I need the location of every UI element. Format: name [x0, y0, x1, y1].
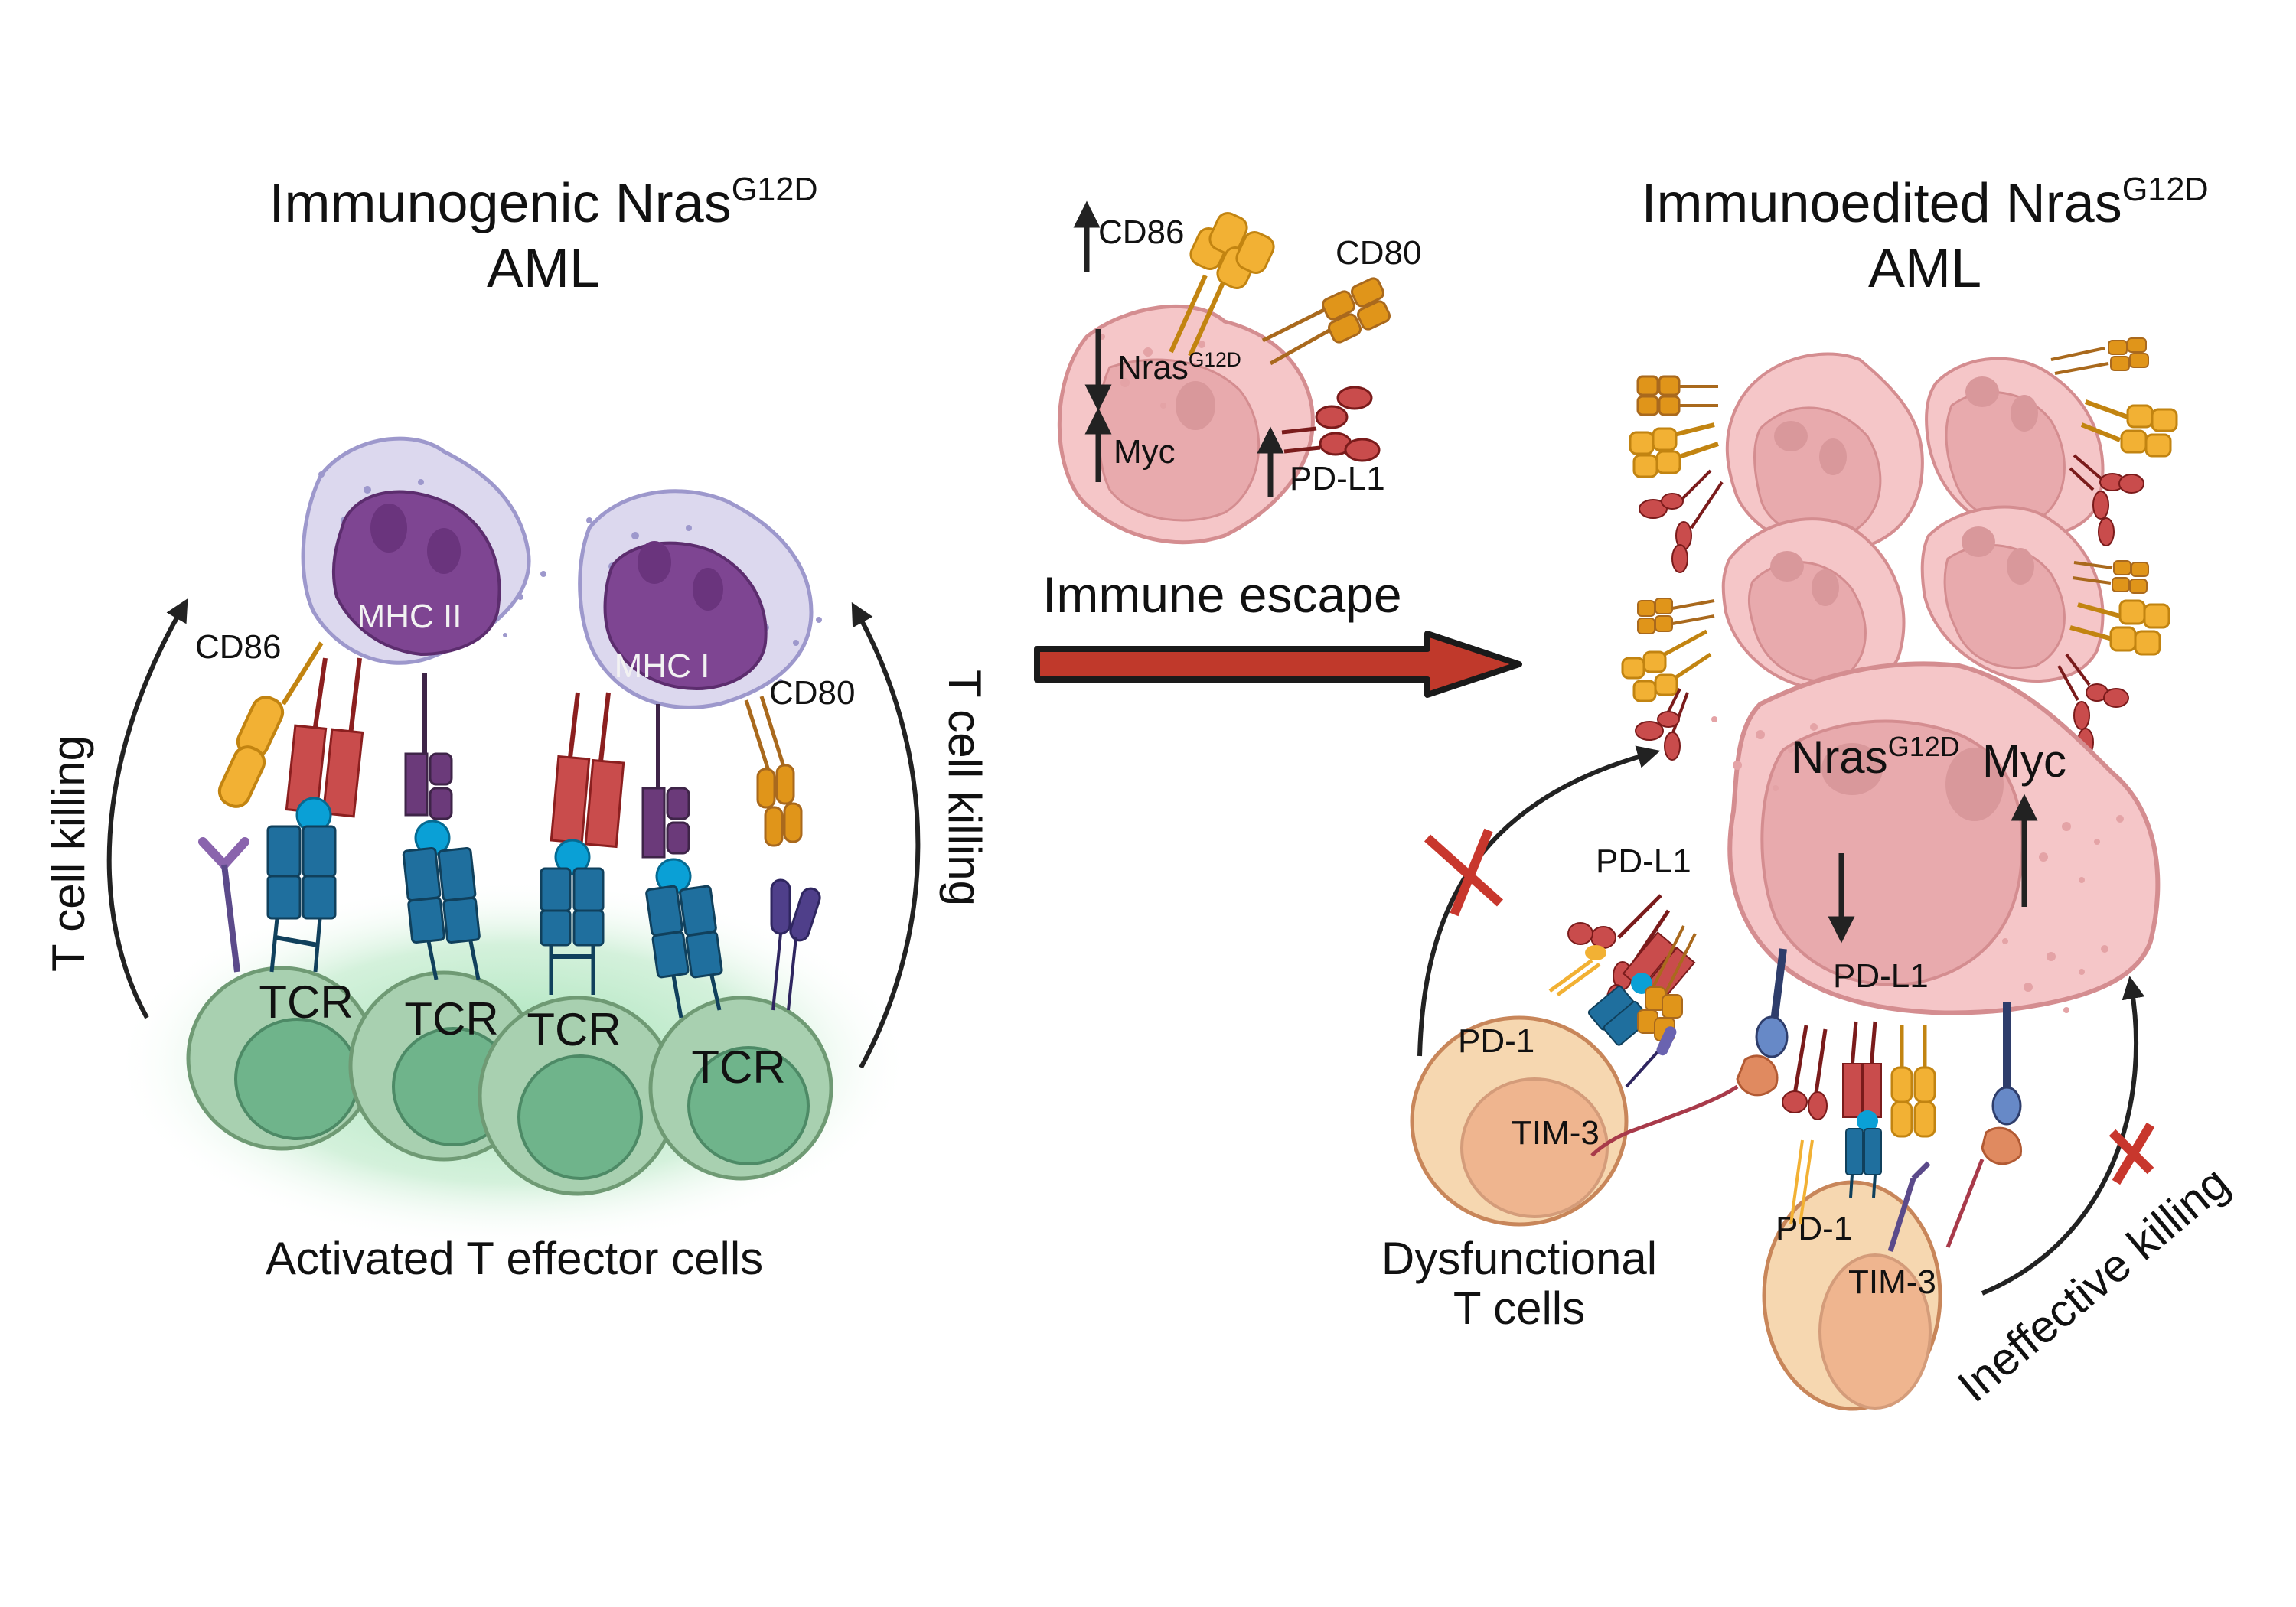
killing-arrow-left	[106, 598, 188, 1019]
immune-escape-label: Immune escape	[1042, 566, 1402, 623]
pd1-label-2: PD-1	[1776, 1210, 1852, 1247]
activated-t-cell	[648, 996, 833, 1181]
escape-tumor-cell	[1057, 304, 1315, 545]
pdl1-label-left: PD-L1	[1596, 843, 1691, 880]
nras-label-top: NrasG12D	[1117, 348, 1241, 386]
killing-label-right: T cell killing	[939, 670, 990, 906]
activated-caption: Activated T effector cells	[266, 1233, 763, 1284]
cd80-label-left: CD80	[769, 674, 856, 712]
tcr-label-2: TCR	[404, 993, 498, 1045]
cd86-label-left: CD86	[195, 628, 282, 666]
blocked-killing-arrow-right	[1981, 976, 2145, 1296]
right-title-line2: AML	[1868, 238, 1981, 299]
cd86-label-top: CD86	[1098, 214, 1185, 251]
left-title: Immunogenic NrasG12D	[269, 171, 817, 234]
apc-cell-mhc2: MHC II	[301, 436, 546, 665]
activated-t-cell	[478, 996, 678, 1196]
tcr-label-3: TCR	[527, 1004, 621, 1055]
inhibitory-synapse-1	[1548, 894, 1789, 1157]
immune-escape-arrow	[1034, 631, 1522, 698]
pdl1-label-center: PD-L1	[1833, 957, 1929, 995]
activated-t-cell	[186, 966, 377, 1151]
cd86-ligand-top	[1169, 211, 1275, 357]
middle-panel: CD86 CD80 NrasG12D Myc PD-L1 Immune esca…	[1034, 200, 1522, 698]
cd80-ligand-top	[1261, 277, 1391, 366]
mhc2-label: MHC II	[357, 598, 462, 635]
killing-label-left: T cell killing	[43, 735, 94, 972]
left-panel: Immunogenic NrasG12D AML	[43, 171, 990, 1284]
tumor-cell-bg	[1925, 357, 2105, 537]
right-title: Immunoedited NrasG12D	[1641, 171, 2208, 234]
tumor-myc-label: Myc	[1982, 735, 2066, 787]
cd28-receptor	[198, 837, 249, 973]
mhc2-tcr-complex	[266, 657, 364, 973]
dysfunctional-label-line1: Dysfunctional	[1381, 1233, 1657, 1284]
killing-arrow-right	[851, 601, 921, 1069]
right-panel: Immunoedited NrasG12D AML	[1381, 171, 2239, 1412]
tumor-cell-bg	[1721, 517, 1906, 692]
ligand-cluster-right	[2050, 337, 2178, 757]
ligand-cluster-left	[1621, 375, 1724, 761]
mhc1-label: MHC I	[615, 647, 710, 685]
tumor-nras-label: NrasG12D	[1791, 731, 1960, 783]
block-x-icon-left	[1424, 828, 1504, 917]
mhc2-tcr-complex-b	[540, 692, 625, 995]
block-x-icon-right	[2108, 1122, 2155, 1185]
cd80-ligand	[744, 696, 803, 847]
cd86-ligand	[217, 641, 324, 808]
tumor-cell-bg	[1725, 352, 1924, 553]
apc-cell-mhc1: MHC I	[578, 489, 822, 709]
ctla4-receptor	[770, 878, 821, 1011]
mhc1-tcr-complex-b	[641, 704, 723, 1019]
myc-label-top: Myc	[1114, 433, 1176, 471]
mhc1-tcr-complex-a	[402, 673, 481, 980]
pd1-label-1: PD-1	[1458, 1022, 1534, 1060]
tim3-label-1: TIM-3	[1512, 1114, 1600, 1152]
pdl1-label-top: PD-L1	[1290, 460, 1385, 497]
tumor-cell-bg	[1920, 505, 2105, 683]
tcr-label-1: TCR	[259, 976, 353, 1028]
inhibitory-synapse-2	[1782, 1002, 2022, 1253]
pdl1-ligand-top	[1281, 386, 1381, 462]
dysfunctional-t-cell-1	[1410, 1015, 1629, 1227]
ineffective-killing-label: Ineffective killing	[1948, 1156, 2238, 1412]
dysfunctional-label-line2: T cells	[1453, 1283, 1585, 1334]
tcr-label-4: TCR	[691, 1041, 785, 1093]
cd80-label-top: CD80	[1336, 234, 1422, 272]
tim3-label-2: TIM-3	[1848, 1263, 1936, 1301]
left-title-line2: AML	[487, 238, 600, 299]
